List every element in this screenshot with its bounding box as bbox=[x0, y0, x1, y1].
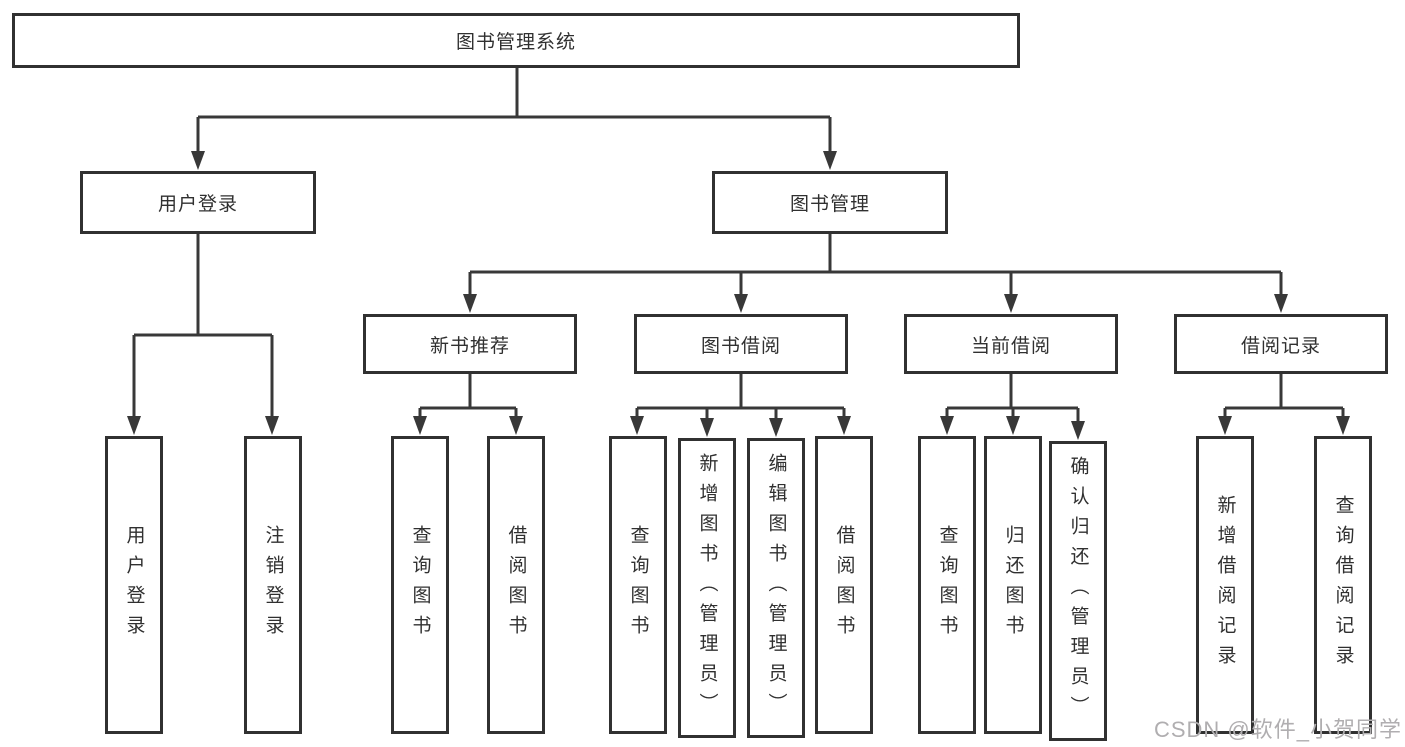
node-label: 借阅记录 bbox=[1240, 335, 1321, 357]
node-query-borrow-record: 查询借阅记录 bbox=[1314, 436, 1372, 734]
node-edit-book-admin: 编辑图书（管理员） bbox=[747, 438, 805, 738]
node-query-book-borrow: 查询图书 bbox=[609, 436, 667, 734]
node-book-management: 图书管理 bbox=[712, 171, 948, 234]
node-label: 查询图书 bbox=[627, 525, 649, 645]
node-label: 查询图书 bbox=[936, 525, 958, 645]
node-label: 借阅图书 bbox=[833, 525, 855, 645]
node-new-book-recommend: 新书推荐 bbox=[363, 314, 577, 374]
arrowheads bbox=[127, 151, 1350, 440]
node-borrow-book-leaf: 借阅图书 bbox=[815, 436, 873, 734]
node-library-system: 图书管理系统 bbox=[12, 13, 1020, 68]
node-label: 查询借阅记录 bbox=[1332, 495, 1354, 675]
node-label: 借阅图书 bbox=[505, 525, 527, 645]
node-add-borrow-record: 新增借阅记录 bbox=[1196, 436, 1254, 734]
node-label: 用户登录 bbox=[123, 525, 145, 645]
node-label: 归还图书 bbox=[1002, 525, 1024, 645]
node-label: 新增借阅记录 bbox=[1214, 495, 1236, 675]
node-label: 当前借阅 bbox=[970, 335, 1051, 357]
node-label: 新书推荐 bbox=[429, 335, 510, 357]
node-book-borrow: 图书借阅 bbox=[634, 314, 848, 374]
node-label: 用户登录 bbox=[157, 194, 238, 215]
node-confirm-return-admin: 确认归还（管理员） bbox=[1049, 441, 1107, 741]
node-query-book-recommend: 查询图书 bbox=[391, 436, 449, 734]
node-user-login-leaf: 用户登录 bbox=[105, 436, 163, 734]
node-label: 确认归还（管理员） bbox=[1067, 456, 1089, 726]
watermark: CSDN @软件_小贺同学 bbox=[1153, 717, 1402, 742]
node-add-book-admin: 新增图书（管理员） bbox=[678, 438, 736, 738]
node-user-login: 用户登录 bbox=[80, 171, 316, 234]
node-borrow-book-recommend: 借阅图书 bbox=[487, 436, 545, 734]
node-label: 注销登录 bbox=[262, 525, 284, 645]
node-label: 查询图书 bbox=[409, 525, 431, 645]
node-query-book-current: 查询图书 bbox=[918, 436, 976, 734]
node-return-book: 归还图书 bbox=[984, 436, 1042, 734]
node-label: 图书管理系统 bbox=[455, 32, 576, 53]
node-label: 新增图书（管理员） bbox=[696, 453, 718, 723]
node-label: 图书借阅 bbox=[700, 335, 781, 357]
node-borrow-records: 借阅记录 bbox=[1174, 314, 1388, 374]
node-logout: 注销登录 bbox=[244, 436, 302, 734]
node-label: 编辑图书（管理员） bbox=[765, 453, 787, 723]
node-current-borrow: 当前借阅 bbox=[904, 314, 1118, 374]
node-label: 图书管理 bbox=[789, 194, 870, 215]
